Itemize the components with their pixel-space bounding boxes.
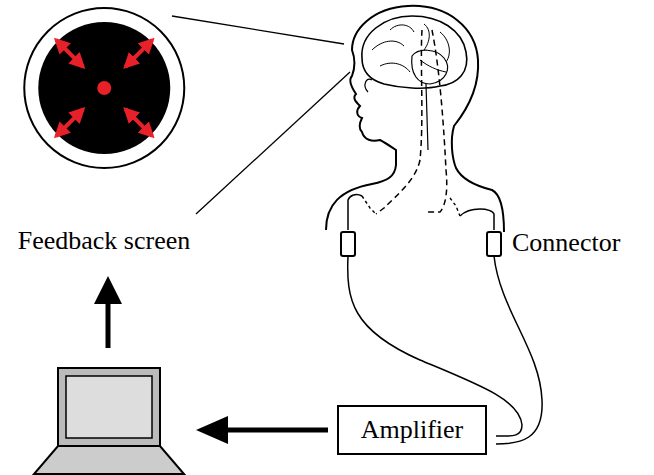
movement-arrow [56, 109, 83, 136]
brain-outline [362, 16, 467, 88]
cerebellum [412, 50, 448, 84]
implant-lead [428, 30, 447, 212]
target-dot [97, 81, 111, 95]
screen-rim [24, 8, 184, 168]
feedback-screen: Feedback screen [14, 4, 195, 260]
screen-graphic [14, 4, 195, 226]
screen-disc [38, 22, 170, 154]
zoom-line [172, 16, 344, 44]
implant-lead [362, 196, 376, 214]
connector-symbol [487, 232, 501, 256]
screen-title: Feedback screen [18, 226, 191, 256]
flow-arrowhead [94, 276, 122, 304]
process-box: Amplifier [337, 405, 488, 455]
person-outline [326, 6, 504, 232]
ear [365, 79, 372, 92]
implant-lead [376, 30, 422, 214]
flow-arrow [225, 428, 328, 433]
laptop-base [34, 446, 184, 474]
brainstem [426, 84, 428, 150]
flow-arrowhead [196, 416, 228, 444]
zoom-line [196, 72, 350, 214]
wire [460, 209, 494, 230]
movement-arrow [125, 109, 152, 136]
movement-arrow [125, 40, 152, 67]
connector-symbol [341, 232, 355, 256]
part-label: Connector [512, 228, 620, 258]
implant-lead [450, 198, 460, 216]
wire [348, 195, 362, 230]
laptop-screen [66, 376, 152, 438]
box-label: Amplifier [361, 415, 464, 445]
laptop-lid [58, 368, 160, 446]
wire [494, 256, 542, 444]
flow-arrow [106, 300, 111, 348]
movement-arrow [56, 40, 83, 67]
